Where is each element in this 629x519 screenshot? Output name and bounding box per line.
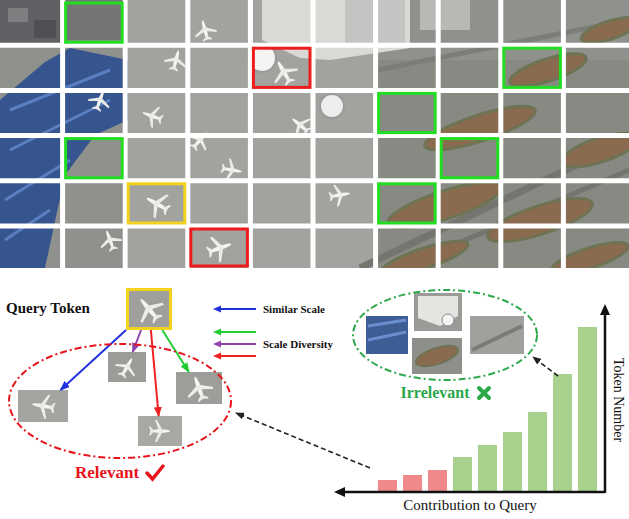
node-label: Relevant xyxy=(75,463,139,483)
legend-entry: Similar Scale xyxy=(212,302,325,316)
bar-chart xyxy=(334,304,610,497)
query-thumbnail xyxy=(126,288,172,330)
check-mark xyxy=(145,464,165,482)
cross-mark xyxy=(476,385,492,401)
legend-label: Scale Diversity xyxy=(263,338,333,350)
query-arrow xyxy=(60,330,126,390)
axis-label: Contribution to Query xyxy=(403,497,536,514)
query-arrow xyxy=(151,330,159,416)
relevant-thumbnails xyxy=(18,352,222,446)
legend-entry: Scale Diversity xyxy=(212,328,333,360)
legend-label: Similar Scale xyxy=(263,303,325,315)
group-ellipse xyxy=(8,343,232,461)
irrelevant-group: Irrelevant xyxy=(351,288,541,408)
query-token: Query Token xyxy=(6,286,174,332)
aerial-image xyxy=(0,0,629,268)
irrelevant-thumbnails xyxy=(366,293,524,374)
dashed-pointer xyxy=(236,357,558,468)
patch-highlights xyxy=(66,3,561,266)
patch-grid xyxy=(0,0,629,268)
group-ellipse xyxy=(351,288,539,384)
relevant-group: Relevant xyxy=(8,343,232,485)
ground xyxy=(0,0,629,268)
legend-arrow-sample xyxy=(212,328,258,360)
axis-label: Token Number xyxy=(610,358,625,442)
query-token-box xyxy=(126,288,172,330)
legend-arrow-sample xyxy=(212,302,258,316)
node-label: Query Token xyxy=(6,300,90,317)
lawns xyxy=(379,12,629,268)
query-arrow xyxy=(133,330,141,352)
node-label: Irrelevant xyxy=(400,384,469,402)
